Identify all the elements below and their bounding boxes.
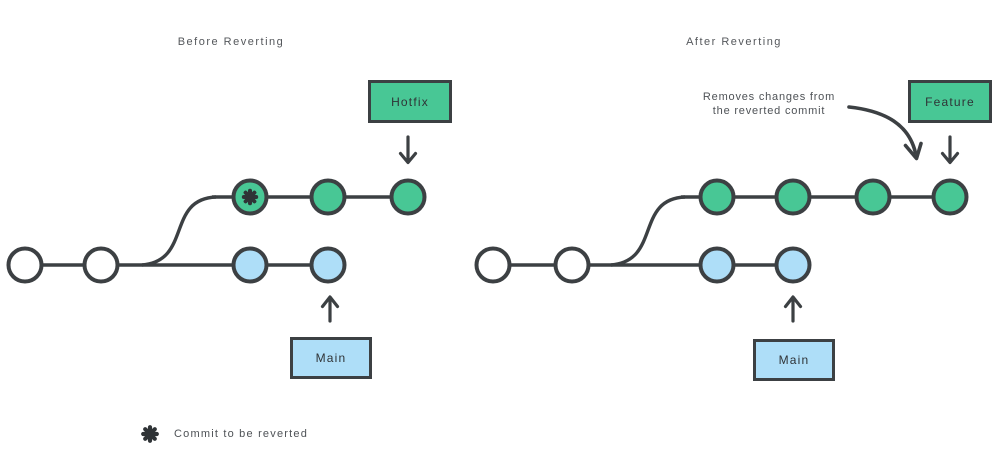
commit-node-main <box>774 246 812 284</box>
right-commit-nodes <box>474 178 969 284</box>
commit-node-feature <box>389 178 427 216</box>
revert-annotation-line2: the reverted commit <box>712 105 826 117</box>
commit-node-feature <box>698 178 736 216</box>
feature-branch-tag: Feature <box>908 80 992 123</box>
revert-annotation: Removes changes from the reverted commit <box>664 90 874 118</box>
reverted-commit-asterisk-icon <box>241 188 259 206</box>
commit-node-parent <box>474 246 512 284</box>
commit-node-feature <box>774 178 812 216</box>
hotfix-branch-tag-label: Hotfix <box>391 94 429 109</box>
after-title: After Reverting <box>686 36 782 48</box>
main-branch-tag-left: Main <box>290 337 372 379</box>
hotfix-branch-tag: Hotfix <box>368 80 452 123</box>
left-commit-nodes <box>6 178 427 284</box>
commit-node-main <box>231 246 269 284</box>
commit-node-main <box>698 246 736 284</box>
commit-node-feature <box>854 178 892 216</box>
main-up-arrow-icon-right <box>783 295 803 323</box>
commit-node-parent <box>6 246 44 284</box>
left-commit-graph-edges <box>25 195 408 267</box>
feature-down-arrow-icon <box>940 135 960 165</box>
legend-label: Commit to be reverted <box>174 428 309 440</box>
commit-node-parent <box>553 246 591 284</box>
main-branch-tag-right-label: Main <box>778 353 810 367</box>
feature-branch-tag-label: Feature <box>925 94 975 109</box>
legend: Commit to be reverted <box>140 424 308 444</box>
before-title: Before Reverting <box>177 36 285 48</box>
main-branch-tag-left-label: Main <box>315 351 347 365</box>
main-branch-tag-right: Main <box>753 339 835 381</box>
commit-node-main <box>309 246 347 284</box>
left-branch-curve <box>141 195 217 267</box>
commit-node-feature <box>309 178 347 216</box>
main-up-arrow-icon-left <box>320 295 340 323</box>
commit-node-feature <box>931 178 969 216</box>
hotfix-down-arrow-icon <box>398 135 418 165</box>
commit-node-parent <box>82 246 120 284</box>
pointer-arrows <box>320 135 960 323</box>
revert-commit-asterisk-icon <box>141 425 159 443</box>
annotation-curved-arrow-icon <box>847 105 923 161</box>
revert-annotation-line1: Removes changes from <box>702 91 836 103</box>
right-branch-curve <box>610 195 686 267</box>
